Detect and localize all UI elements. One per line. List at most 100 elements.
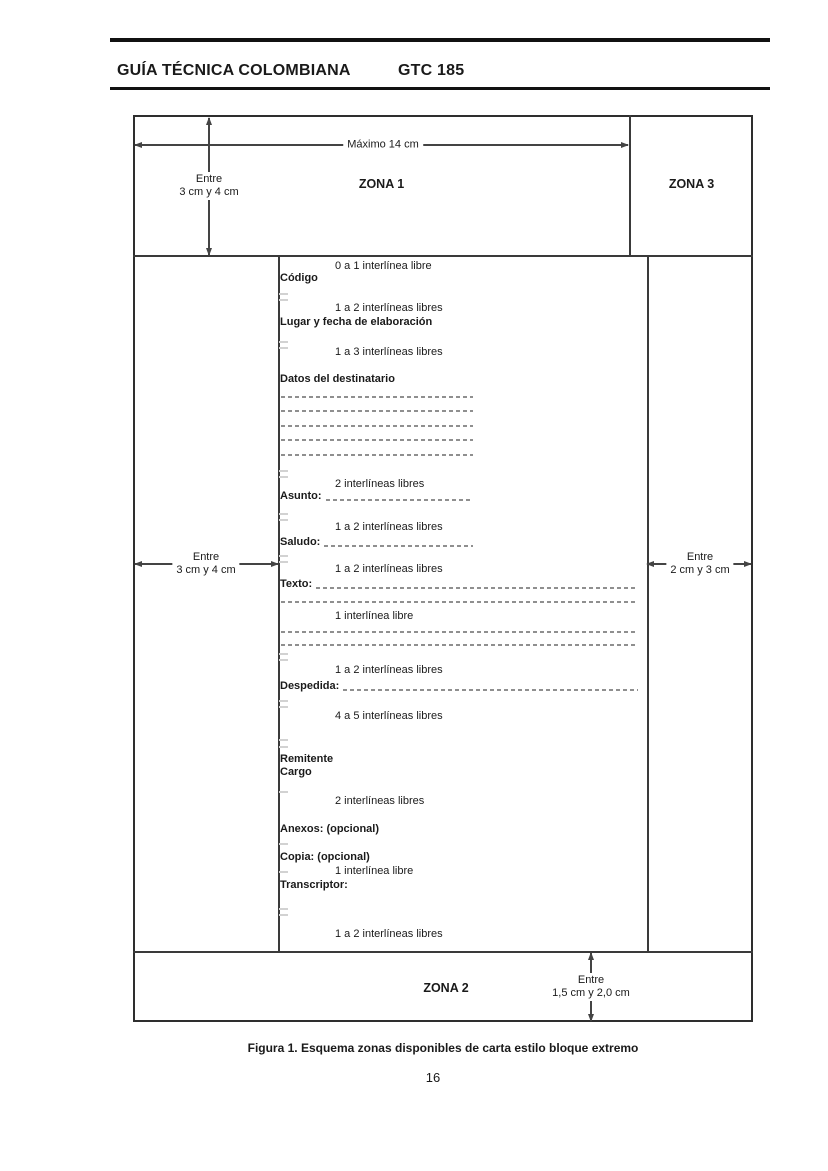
dashed-line (281, 425, 473, 427)
interline-tick (279, 659, 288, 661)
zona1-label: ZONA 1 (358, 177, 405, 191)
interline-tick (279, 791, 288, 793)
texto-row: Texto: (280, 578, 638, 591)
arrowhead-down-icon (587, 1014, 594, 1022)
left-margin-dimension-label: Entre 3 cm y 4 cm (172, 550, 240, 578)
figure-caption: Figura 1. Esquema zonas disponibles de c… (247, 1041, 639, 1055)
datos-destinatario-label: Datos del destinatario (280, 373, 395, 385)
bottom-band-divider-line (133, 951, 753, 953)
lugar-fecha-label: Lugar y fecha de elaboración (280, 316, 433, 328)
dashed-line (343, 689, 638, 691)
top-band-divider-line (133, 255, 753, 257)
asunto-row: Asunto: (280, 490, 473, 503)
interline-note: 1 a 2 interlíneas libres (335, 563, 443, 575)
codigo-label: Código (280, 272, 318, 284)
dashed-line (281, 644, 638, 646)
dim-line1: Entre (195, 173, 223, 185)
interline-tick (279, 746, 288, 748)
asunto-label: Asunto: (280, 490, 322, 502)
bottom-margin-dimension-label: Entre 1,5 cm y 2,0 cm (548, 973, 634, 1001)
interline-note: 1 a 2 interlíneas libres (335, 928, 443, 940)
interline-tick (279, 706, 288, 708)
dim-line2: 2 cm y 3 cm (670, 564, 730, 576)
interline-note: 1 a 2 interlíneas libres (335, 302, 443, 314)
dashed-line (324, 545, 473, 547)
interline-note: 1 a 2 interlíneas libres (335, 521, 443, 533)
anexos-label: Anexos: (opcional) (280, 823, 380, 835)
figure-diagram: ZONA 1 ZONA 3 ZONA 2 Máximo 14 cm Entre … (133, 115, 753, 1022)
dashed-line (281, 454, 473, 456)
dim-line1: Entre (686, 551, 714, 563)
max-width-dimension-label: Máximo 14 cm (343, 137, 423, 153)
arrowhead-up-icon (205, 117, 212, 125)
interline-tick (279, 653, 288, 655)
arrowhead-left-icon (134, 560, 142, 567)
interline-note: 1 a 3 interlíneas libres (335, 346, 443, 358)
interline-tick (279, 871, 288, 873)
right-margin-dimension-label: Entre 2 cm y 3 cm (666, 550, 734, 578)
dim-line2: 1,5 cm y 2,0 cm (552, 987, 630, 999)
interline-tick (279, 299, 288, 301)
page-number: 16 (425, 1070, 441, 1085)
dim-line1: Entre (192, 551, 220, 563)
letter-box-left-line (278, 257, 280, 953)
dim-line1: Entre (577, 974, 605, 986)
despedida-label: Despedida: (280, 680, 340, 692)
despedida-row: Despedida: (280, 680, 638, 693)
interline-note: 1 interlínea libre (335, 865, 414, 877)
frame-bottom-edge (133, 1020, 753, 1022)
interline-tick (279, 519, 288, 521)
interline-tick (279, 555, 288, 557)
header-top-rule (110, 38, 770, 42)
top-margin-dimension-label: Entre 3 cm y 4 cm (175, 172, 243, 200)
interline-note: 2 interlíneas libres (335, 478, 425, 490)
arrowhead-left-icon (134, 141, 142, 148)
arrowhead-right-icon (744, 560, 752, 567)
frame-left-edge (133, 115, 135, 1022)
dim-line2: 3 cm y 4 cm (176, 564, 236, 576)
header-bottom-rule (110, 87, 770, 90)
interline-tick (279, 347, 288, 349)
interline-note: 2 interlíneas libres (335, 795, 425, 807)
interline-tick (279, 293, 288, 295)
document-title: GUÍA TÉCNICA COLOMBIANA (117, 62, 351, 79)
interline-tick (279, 476, 288, 478)
dashed-line (281, 439, 473, 441)
interline-tick (279, 513, 288, 515)
letter-box-right-line (647, 257, 649, 953)
arrowhead-down-icon (205, 248, 212, 256)
texto-label: Texto: (280, 578, 313, 590)
interline-note: 1 interlínea libre (335, 610, 414, 622)
transcriptor-label: Transcriptor: (280, 879, 348, 891)
dashed-line (281, 396, 473, 398)
arrowhead-right-icon (271, 560, 279, 567)
zona3-divider-line (629, 115, 631, 257)
dashed-line (281, 631, 638, 633)
saludo-row: Saludo: (280, 536, 473, 549)
dim-line2: 3 cm y 4 cm (179, 186, 239, 198)
interline-tick (279, 341, 288, 343)
arrowhead-up-icon (587, 952, 594, 960)
copia-label: Copia: (opcional) (280, 851, 370, 863)
saludo-label: Saludo: (280, 536, 321, 548)
arrowhead-right-icon (621, 141, 629, 148)
dashed-line (281, 410, 473, 412)
letter-content-area: 0 a 1 interlínea libre Código 1 a 2 inte… (278, 257, 648, 951)
remitente-label: Remitente (280, 753, 334, 765)
interline-tick (279, 914, 288, 916)
dashed-line (316, 587, 638, 589)
interline-note: 1 a 2 interlíneas libres (335, 664, 443, 676)
frame-top-edge (133, 115, 753, 117)
dashed-line (281, 601, 638, 603)
interline-note: 0 a 1 interlínea libre (335, 260, 432, 272)
zona3-label: ZONA 3 (668, 177, 715, 191)
zona2-label: ZONA 2 (423, 981, 469, 995)
interline-tick (279, 470, 288, 472)
interline-note: 4 a 5 interlíneas libres (335, 710, 443, 722)
interline-tick (279, 700, 288, 702)
interline-tick (279, 843, 288, 845)
interline-tick (279, 561, 288, 563)
dashed-line (325, 499, 473, 501)
arrowhead-left-icon (646, 560, 654, 567)
